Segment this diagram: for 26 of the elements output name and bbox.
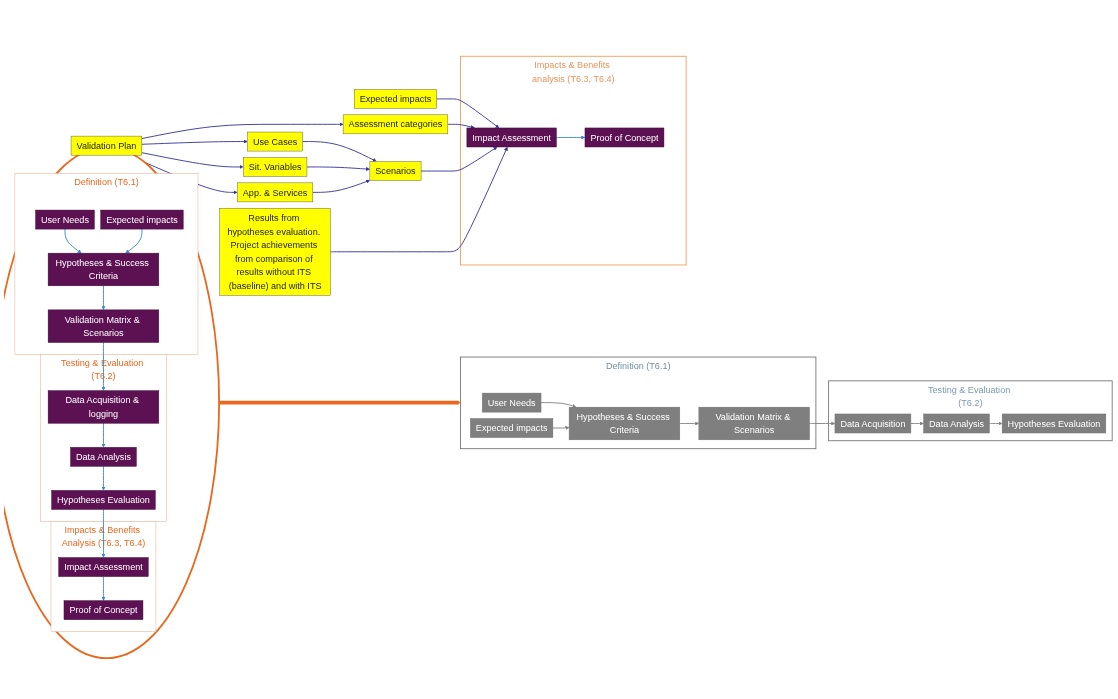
node-box: Sit. Variables: [243, 156, 308, 177]
node-box: Results from hypotheses evaluation. Project achievements from comparison of results without ITS (baseline) and with ITS: [219, 207, 331, 296]
node-box: Data Analysis: [70, 446, 137, 467]
node-box: Hypotheses Evaluation: [51, 489, 156, 510]
node-box: Expected impacts: [100, 209, 184, 229]
node-box: User Needs: [35, 209, 95, 229]
node-box: App. & Services: [237, 182, 314, 202]
node-box: Validation Plan: [70, 135, 143, 155]
node-box: Validation Matrix & Scenarios: [698, 406, 810, 440]
node-box: Hypotheses Evaluation: [1001, 413, 1107, 433]
node-box: Scenarios: [369, 160, 422, 181]
node-box: Data Acquisition: [834, 413, 912, 433]
node-box: Impact Assessment: [466, 127, 557, 147]
node-box: Validation Matrix & Scenarios: [47, 309, 160, 343]
node-box: Use Cases: [247, 131, 303, 151]
node-box: Expected impacts: [354, 88, 437, 109]
node-box: Expected impacts: [470, 417, 554, 438]
node-box: Hypotheses & Success Criteria: [568, 406, 681, 440]
node-box: Impact Assessment: [58, 556, 149, 577]
node-box: Data Analysis: [923, 413, 990, 433]
node-box: Data Acquisition & logging: [47, 389, 160, 423]
node-box: Assessment categories: [342, 114, 449, 134]
node-box: User Needs: [482, 392, 542, 412]
node-box: Hypotheses & Success Criteria: [47, 252, 160, 286]
node-box: Proof of Concept: [63, 599, 144, 620]
node-box: Proof of Concept: [584, 127, 665, 147]
